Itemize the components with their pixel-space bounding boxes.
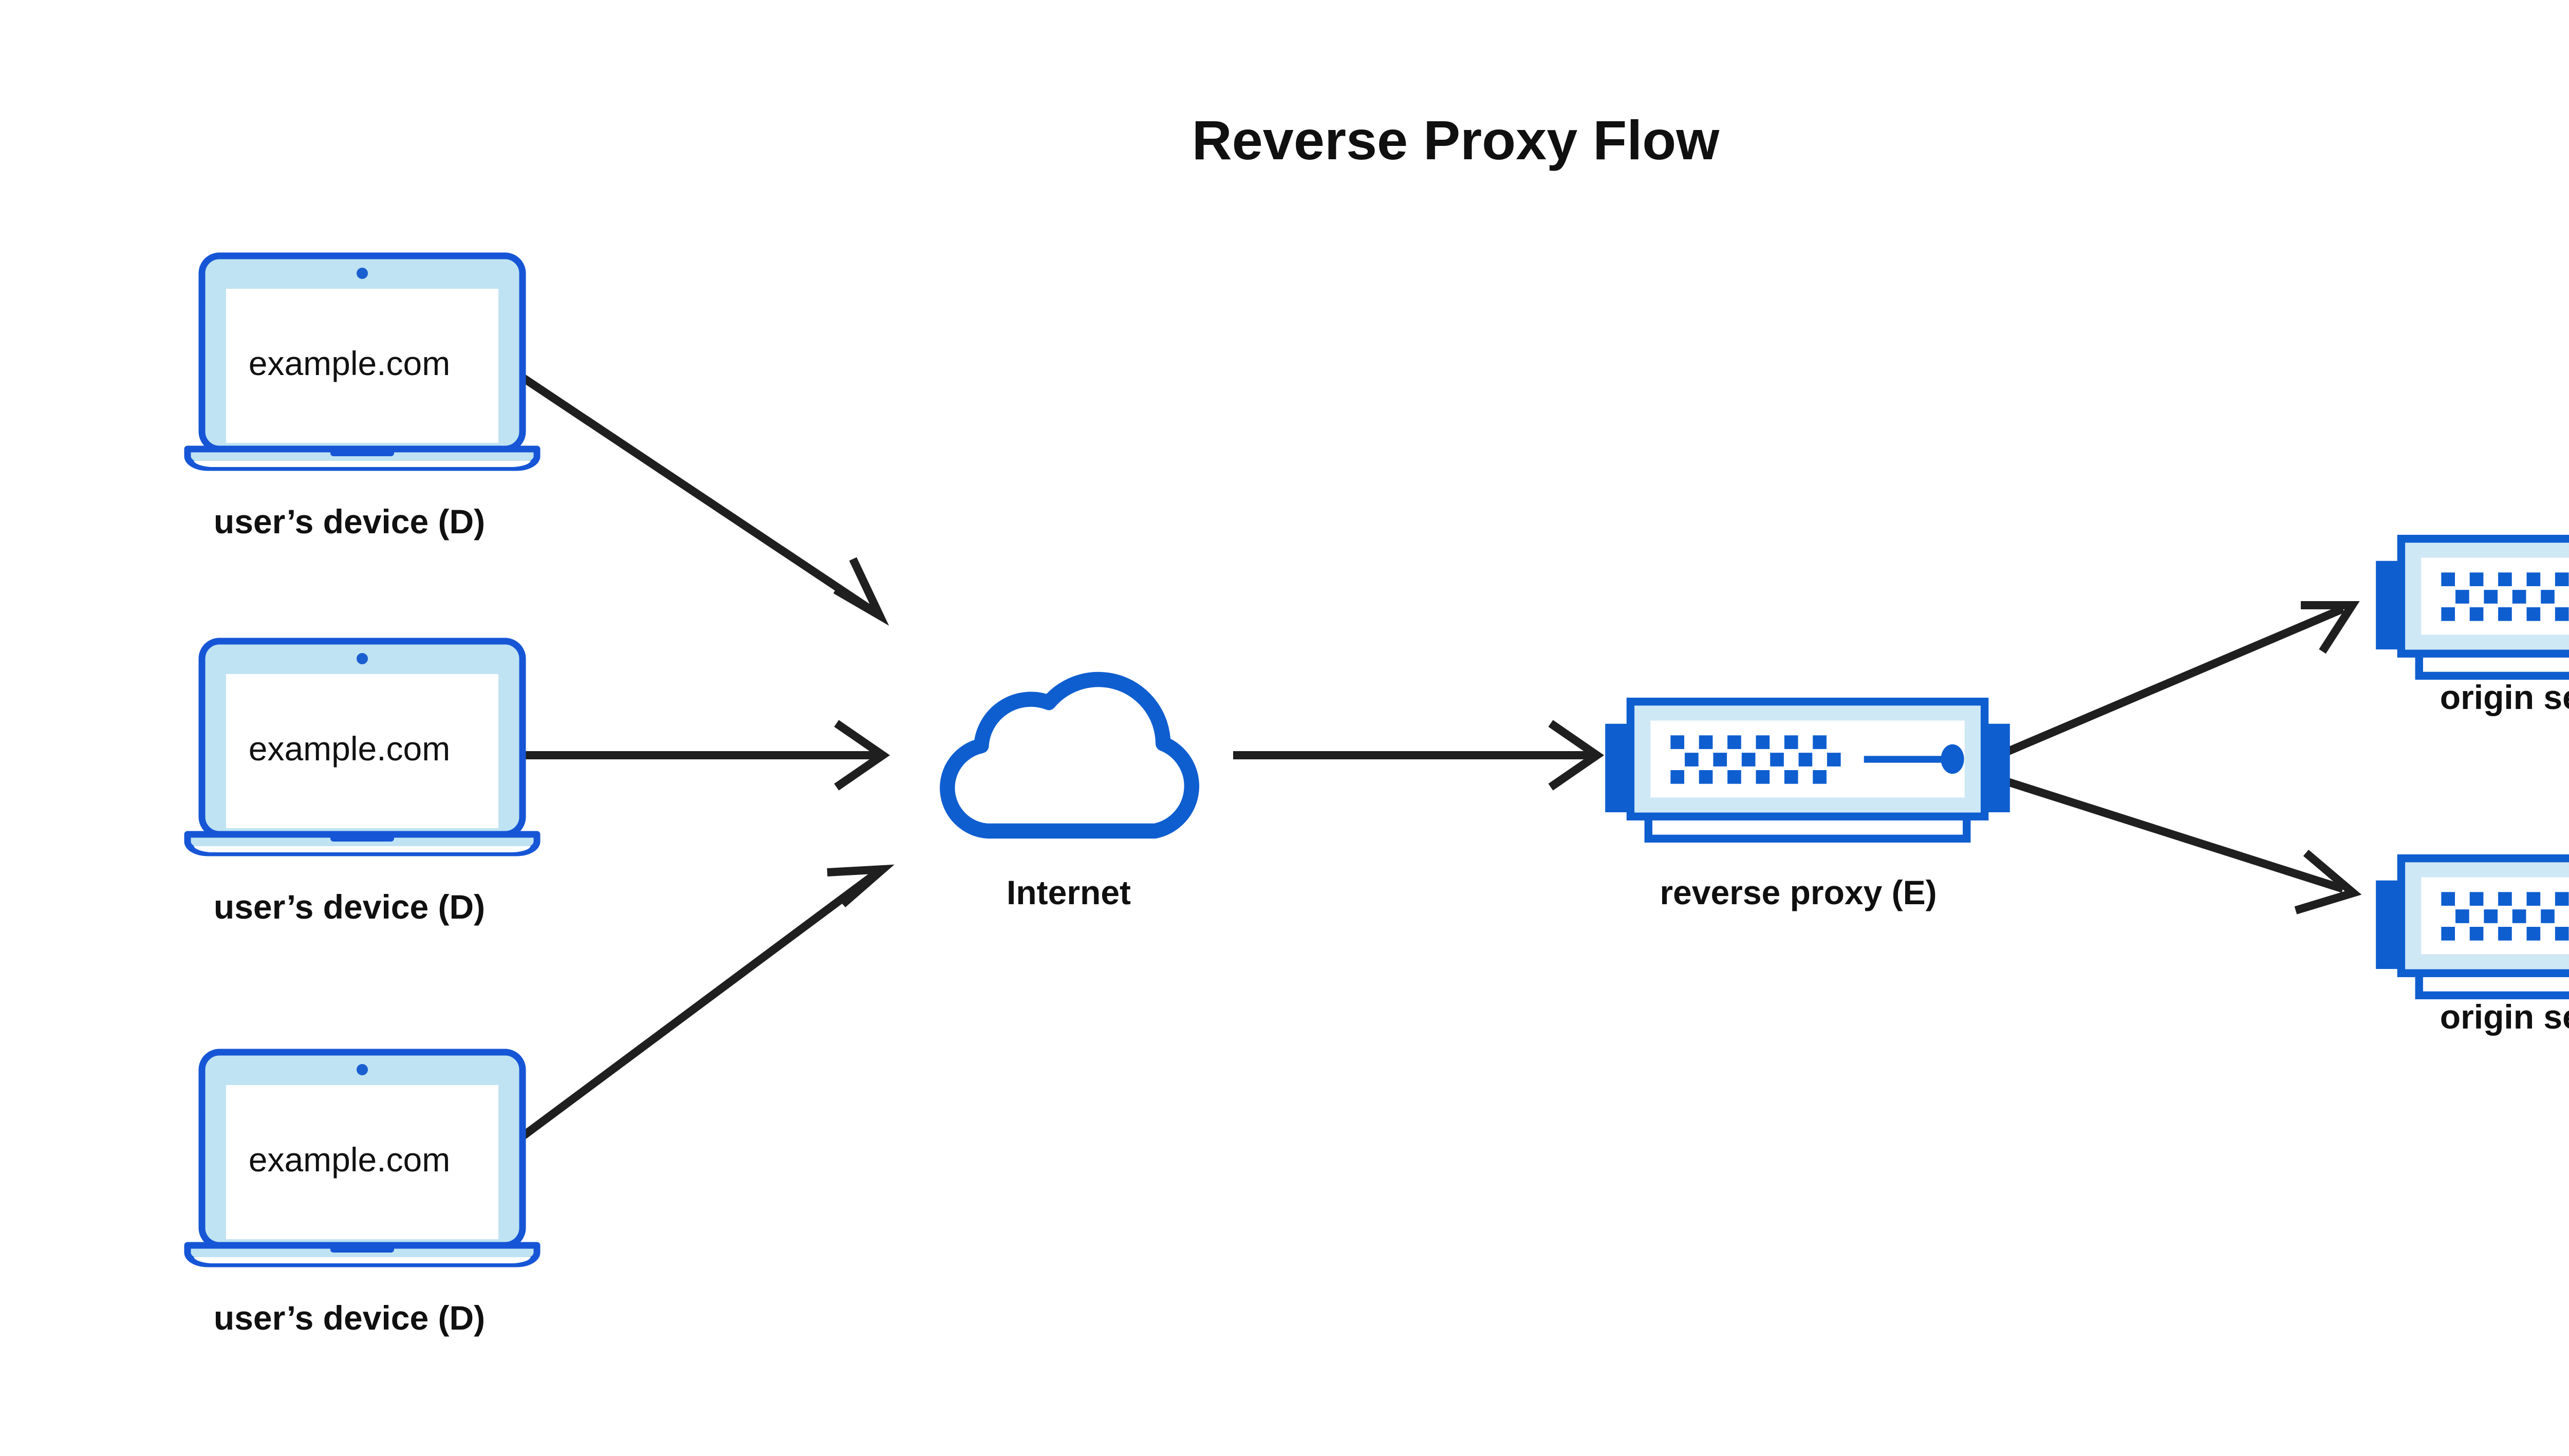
client-bottom-label: user’s device (D) [214, 1299, 485, 1337]
node-origin-bottom[interactable]: origin server (F) [2376, 858, 2569, 1036]
node-client-middle[interactable]: example.com user’s device (D) [188, 641, 537, 926]
internet-label: Internet [1007, 873, 1131, 911]
page-title: Reverse Proxy Flow [1192, 109, 1720, 171]
edge-internet-to-proxy [1233, 720, 1605, 791]
reverse-proxy-label: reverse proxy (E) [1660, 873, 1937, 911]
edge-client-bottom-to-internet [506, 864, 895, 1150]
edge-client-middle-to-internet [509, 720, 890, 791]
origin-top-label: origin server (F) [2440, 678, 2569, 716]
cloud-icon [947, 679, 1192, 831]
edge-proxy-to-origin-top [2003, 601, 2360, 757]
node-reverse-proxy[interactable]: reverse proxy (E) [1605, 702, 2010, 911]
node-origin-top[interactable]: origin server (F) [2376, 539, 2569, 716]
server-icon [2376, 858, 2569, 996]
server-icon [2376, 539, 2569, 676]
edge-proxy-to-origin-bottom [2003, 777, 2362, 914]
edge-client-top-to-internet [509, 366, 889, 626]
origin-bottom-label: origin server (F) [2440, 998, 2569, 1036]
node-client-bottom[interactable]: example.com user’s device (D) [188, 1052, 537, 1337]
client-screen-text: example.com [249, 344, 451, 382]
node-internet[interactable]: Internet [947, 679, 1192, 911]
client-middle-label: user’s device (D) [214, 888, 485, 926]
node-client-top[interactable]: example.com user’s device (D) [188, 256, 537, 540]
edge-layer [506, 366, 2362, 1150]
server-icon [1605, 702, 2010, 839]
client-screen-text: example.com [249, 730, 451, 768]
client-top-label: user’s device (D) [214, 502, 485, 540]
client-screen-text: example.com [249, 1141, 451, 1179]
